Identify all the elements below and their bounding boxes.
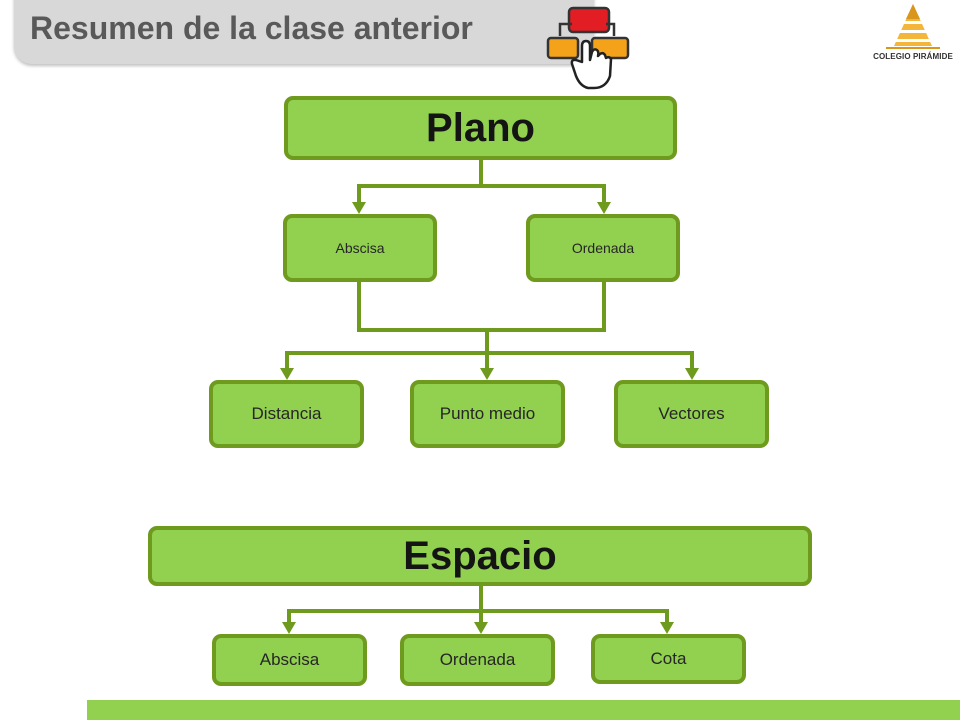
espacio-abscisa-box: Abscisa [212, 634, 367, 686]
page-title: Resumen de la clase anterior [30, 10, 473, 46]
plano-ordenada-box: Ordenada [526, 214, 680, 282]
school-name: COLEGIO PIRÁMIDE [873, 52, 953, 61]
punto-medio-box: Punto medio [410, 380, 565, 448]
flowchart-pointing-hand-icon [546, 6, 630, 90]
espacio-ordenada-box: Ordenada [400, 634, 555, 686]
school-logo: COLEGIO PIRÁMIDE [866, 2, 960, 66]
bottom-accent-bar [87, 700, 960, 720]
title-tab [14, 0, 594, 64]
distancia-box: Distancia [209, 380, 364, 448]
plano-abscisa-box: Abscisa [283, 214, 437, 282]
cota-box: Cota [591, 634, 746, 684]
plano-box: Plano [284, 96, 677, 160]
vectores-box: Vectores [614, 380, 769, 448]
espacio-box: Espacio [148, 526, 812, 586]
pyramid-logo-icon [886, 4, 940, 49]
